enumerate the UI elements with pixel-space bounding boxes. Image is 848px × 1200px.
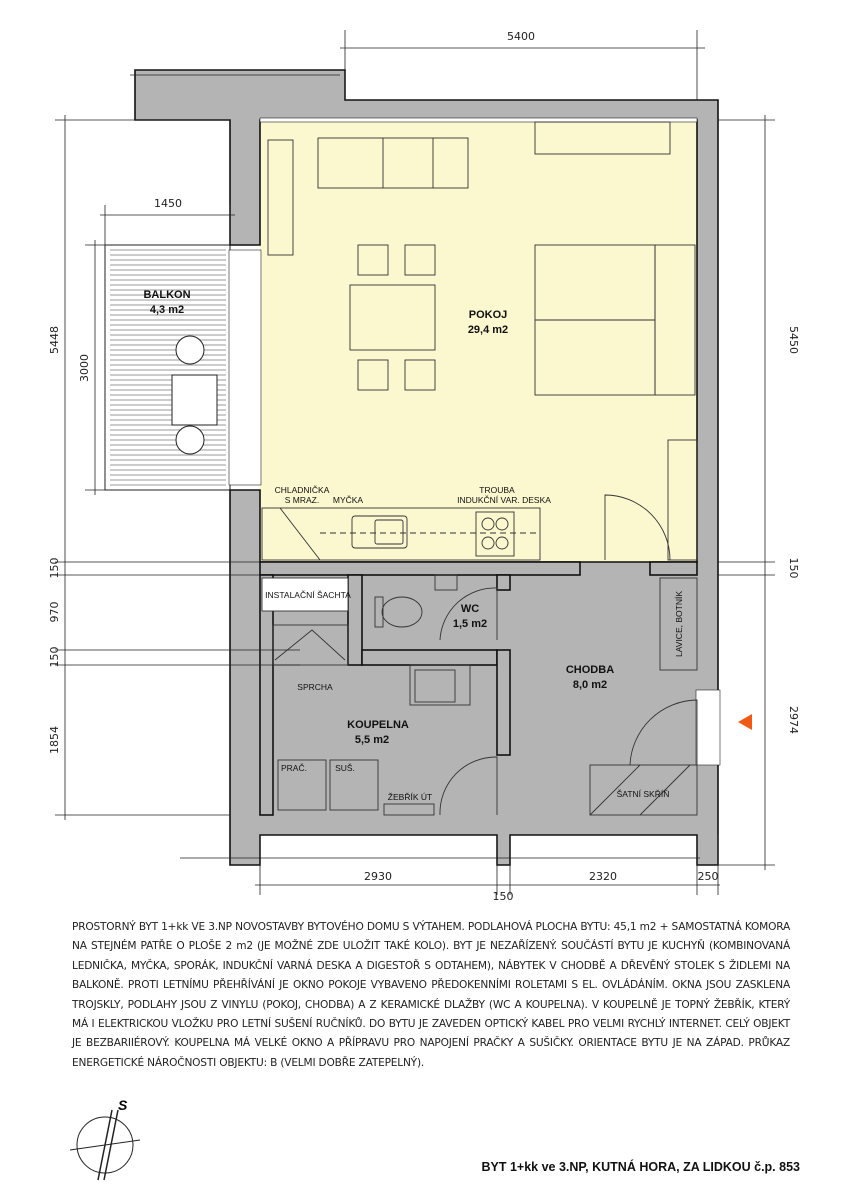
room-koupelna-name: KOUPELNA <box>347 719 409 731</box>
apartment-description: PROSTORNÝ BYT 1+kk VE 3.NP NOVOSTAVBY BY… <box>72 921 790 1069</box>
plan-title: BYT 1+kk ve 3.NP, KUTNÁ HORA, ZA LIDKOU … <box>481 1160 801 1174</box>
dim-right-room: 5450 <box>787 326 800 354</box>
dim-bottom-partition: 150 <box>493 890 514 903</box>
compass-label: S <box>118 1097 128 1113</box>
label-oven: TROUBA <box>479 485 515 495</box>
label-shower: SPRCHA <box>297 682 333 692</box>
label-hob: INDUKČNÍ VAR. DESKA <box>457 495 551 505</box>
label-towel-rail: ŽEBŘÍK ÚT <box>388 792 432 802</box>
dimension-lines <box>55 30 775 895</box>
furniture <box>261 121 698 816</box>
dim-left-bath: 1854 <box>48 726 61 754</box>
room-balkon-name: BALKON <box>143 289 190 301</box>
walls <box>134 69 721 866</box>
dim-top: 5400 <box>507 30 535 43</box>
label-fridge: CHLADNIČKA <box>275 485 330 495</box>
room-chodba-area: 8,0 m2 <box>573 679 607 691</box>
dim-balcony-depth: 3000 <box>78 354 91 382</box>
room-wc-area: 1,5 m2 <box>453 618 487 630</box>
room-koupelna-area: 5,5 m2 <box>355 734 389 746</box>
dim-balcony-width: 1450 <box>154 197 182 210</box>
dim-left-wall-2: 150 <box>48 647 61 668</box>
room-pokoj-area: 29,4 m2 <box>468 324 508 336</box>
dim-bottom-wall: 250 <box>698 870 719 883</box>
label-dryer: SUŠ. <box>335 763 355 773</box>
room-wc-name: WC <box>461 603 479 615</box>
label-bench: LAVICE, BOTNÍK <box>674 591 684 657</box>
dim-right-hall: 2974 <box>787 706 800 734</box>
room-chodba-name: CHODBA <box>566 664 614 676</box>
label-dishwasher: MYČKA <box>333 495 364 505</box>
dim-right-wall: 150 <box>787 558 800 579</box>
dim-bottom-hall: 2320 <box>589 870 617 883</box>
dim-bottom-bath: 2930 <box>364 870 392 883</box>
balcony <box>104 244 231 491</box>
label-washer: PRAČ. <box>281 763 307 773</box>
dim-left-total: 5448 <box>48 326 61 354</box>
compass-icon <box>69 1109 141 1181</box>
label-shaft: INSTALAČNÍ ŠACHTA <box>265 590 351 600</box>
room-pokoj-fill <box>260 120 697 562</box>
dim-left-wc: 970 <box>48 602 61 623</box>
dim-left-wall-1: 150 <box>48 558 61 579</box>
label-wardrobe: ŠATNÍ SKŘÍŇ <box>617 789 670 799</box>
room-balkon-area: 4,3 m2 <box>150 304 184 316</box>
entrance-marker-icon <box>738 714 752 730</box>
room-pokoj-name: POKOJ <box>469 309 508 321</box>
label-fridge-freezer: S MRAZ. <box>285 495 319 505</box>
